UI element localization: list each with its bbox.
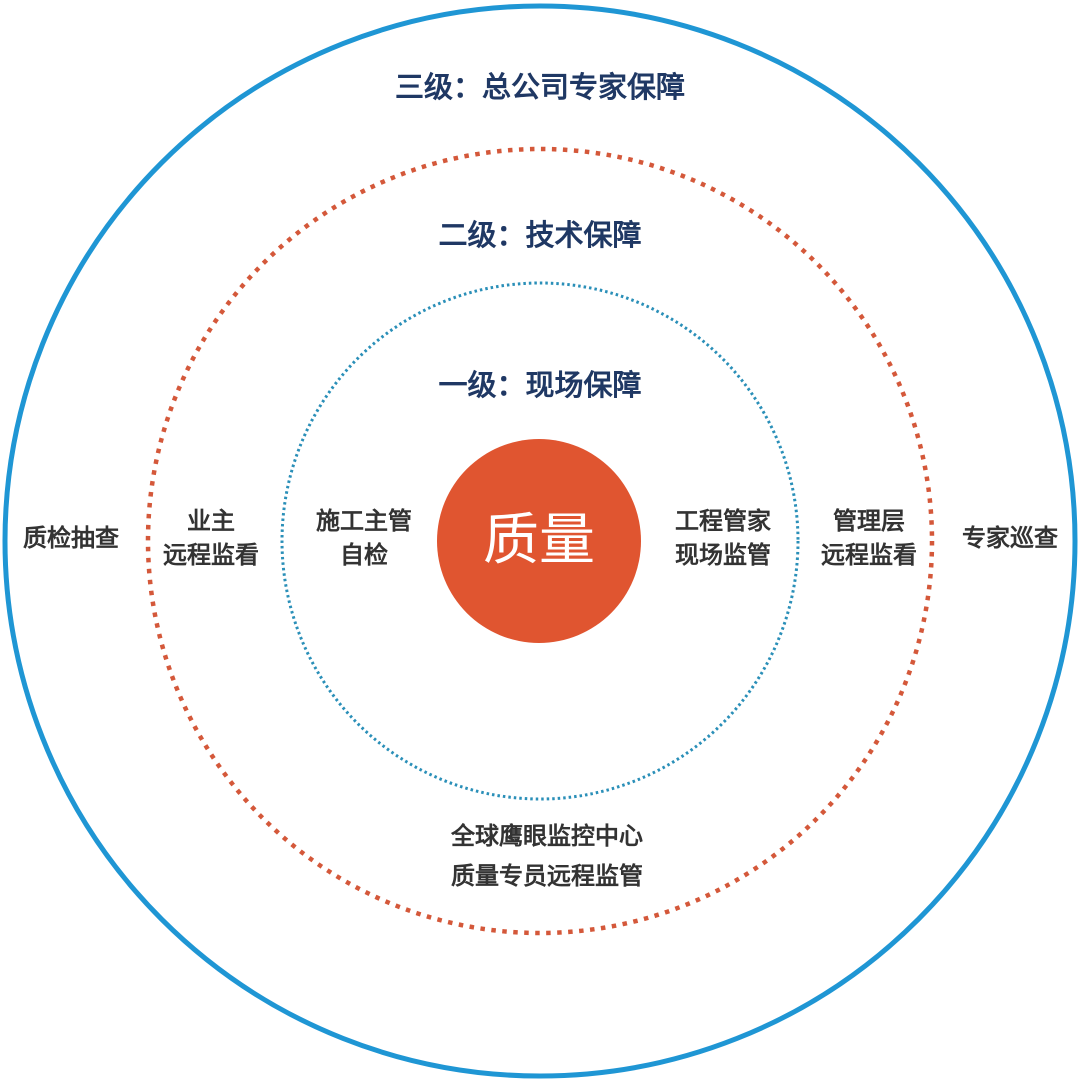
outer-ring-level3 (2, 3, 1078, 1079)
level2-title: 二级：技术保障 (438, 218, 642, 252)
inner-left-label: 施工主管 自检 (316, 504, 412, 572)
middle-left-label: 业主 远程监看 (163, 504, 259, 572)
inner-right-label: 工程管家 现场监管 (675, 504, 771, 572)
bottom-line2: 质量专员远程监管 (451, 862, 643, 890)
middle-right-line1: 管理层 (833, 507, 905, 535)
outer-right-label: 专家巡查 (962, 524, 1058, 552)
inner-left-line2: 自检 (340, 541, 388, 569)
middle-left-line1: 业主 (187, 507, 235, 535)
core-circle (437, 439, 641, 643)
bottom-label: 全球鹰眼监控中心 质量专员远程监管 (451, 816, 643, 896)
level1-title: 一级：现场保障 (438, 368, 642, 402)
bottom-line1: 全球鹰眼监控中心 (451, 822, 643, 850)
outer-left-label: 质检抽查 (23, 524, 119, 552)
middle-ring-level2 (145, 146, 935, 936)
inner-right-line1: 工程管家 (675, 507, 771, 535)
core-label: 质量 (483, 508, 595, 573)
inner-right-line2: 现场监管 (675, 541, 771, 569)
middle-left-line2: 远程监看 (163, 541, 259, 569)
inner-left-line1: 施工主管 (316, 507, 412, 535)
middle-right-line2: 远程监看 (821, 541, 917, 569)
inner-ring-level1 (280, 281, 800, 801)
middle-right-label: 管理层 远程监看 (821, 504, 917, 572)
level3-title: 三级：总公司专家保障 (394, 70, 686, 104)
